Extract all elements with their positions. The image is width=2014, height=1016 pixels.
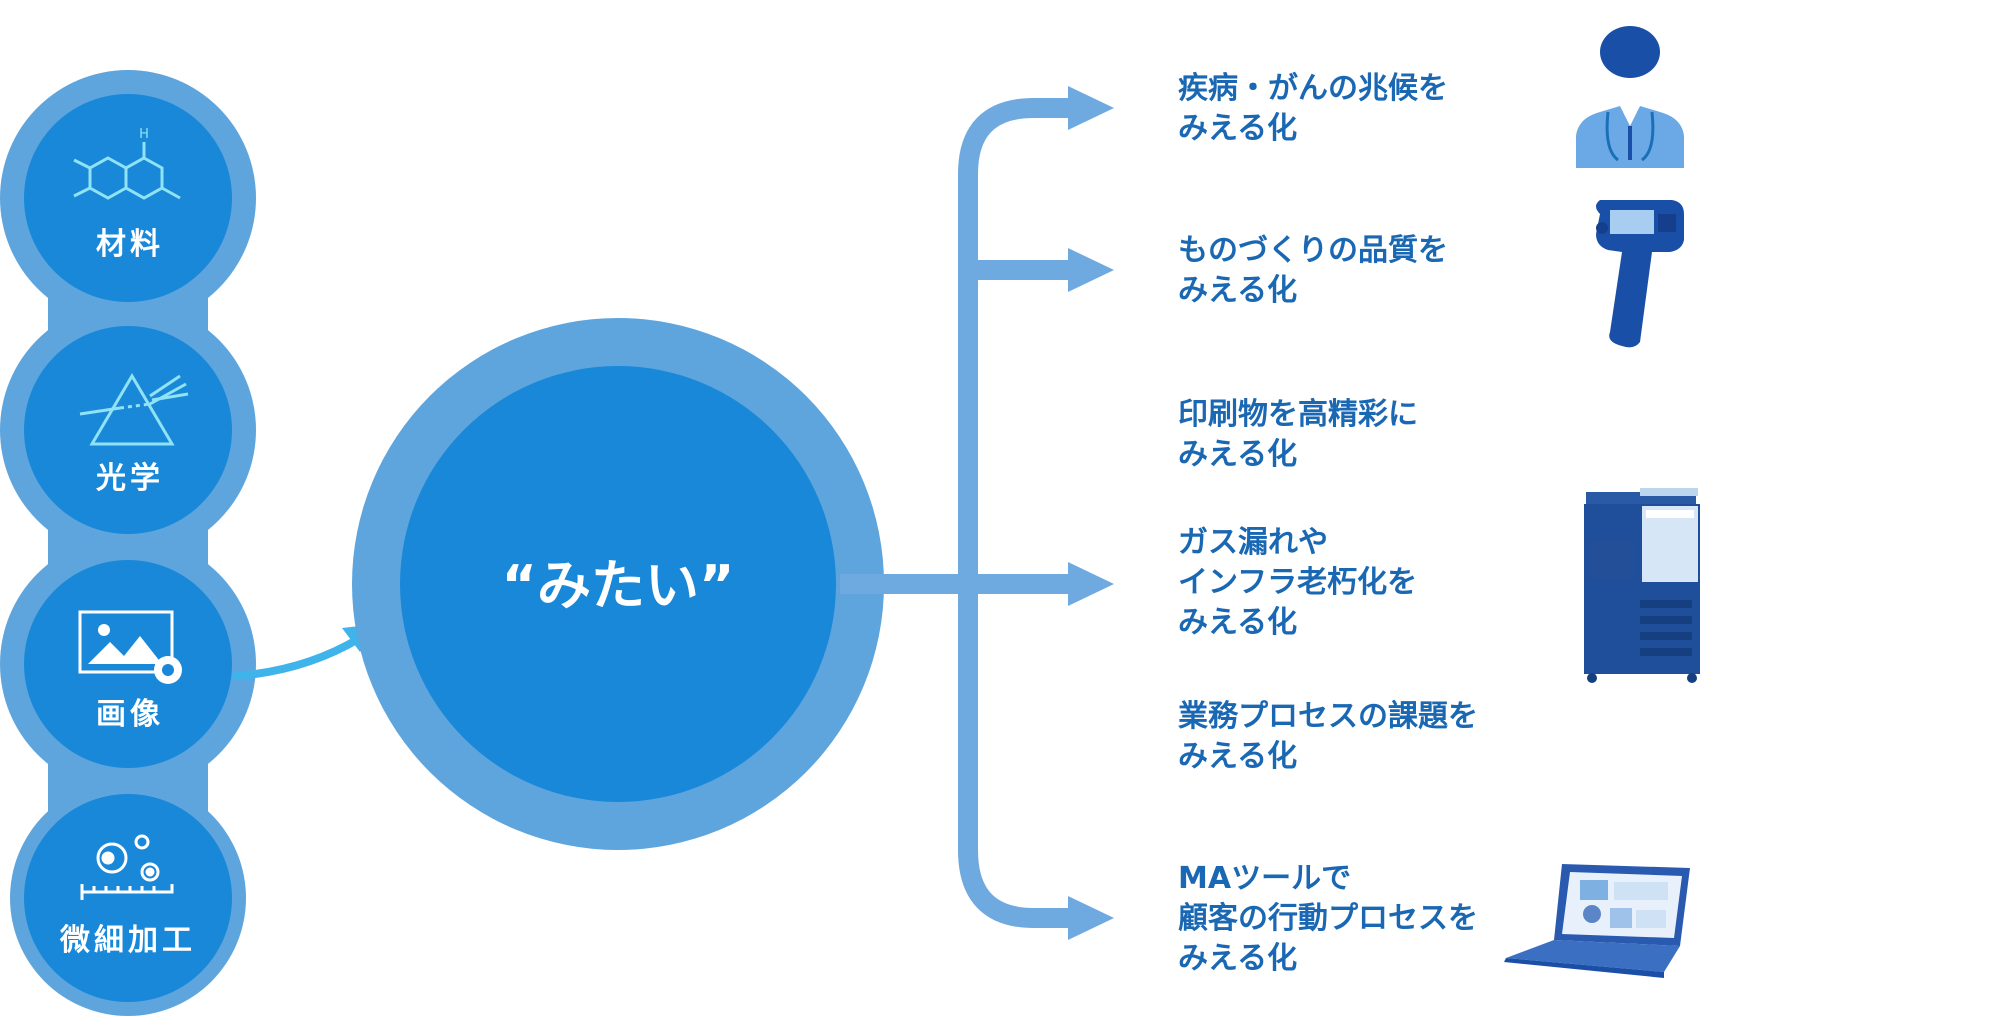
outcome-label: 印刷物を高精彩に みえる化: [1178, 397, 1428, 472]
doctor-icon: [1576, 26, 1684, 168]
technology-optics: 光学: [24, 326, 232, 534]
technology-stack: H 材料 光学: [0, 70, 256, 1016]
branch-arrowheads: [1068, 86, 1114, 940]
technology-image: 画像: [24, 560, 232, 768]
technology-label: 光学: [96, 461, 164, 496]
image-settings-icon: [78, 610, 182, 684]
branch-arrows: [840, 98, 1070, 928]
outcome-list: 疾病・がんの兆候を みえる化 ものづくりの品質を みえる化 印刷物を高精彩に み…: [1178, 71, 1488, 976]
micro-processing-icon: [80, 834, 174, 900]
technology-label: 微細加工: [59, 923, 196, 958]
hub: “みたい”: [352, 318, 884, 850]
laptop-dashboard-icon: [1504, 864, 1690, 978]
outcome-label: 業務プロセスの課題を みえる化: [1178, 699, 1488, 774]
molecule-icon: H: [73, 127, 181, 200]
prism-icon: [79, 373, 189, 446]
hub-label: “みたい”: [502, 554, 735, 617]
technology-microfabrication: 微細加工: [24, 794, 232, 1002]
outcome-label: ガス漏れや インフラ老朽化を みえる化: [1178, 525, 1428, 640]
technology-label: 材料: [96, 227, 164, 262]
outcome-label: 疾病・がんの兆候を みえる化: [1178, 71, 1458, 146]
multifunction-printer-icon: [1584, 488, 1700, 683]
technology-material: H 材料: [24, 94, 232, 302]
handheld-scanner-icon: [1596, 200, 1684, 348]
outcome-label: ものづくりの品質を みえる化: [1178, 233, 1458, 308]
outcome-label: MAツールで 顧客の行動プロセスを みえる化: [1178, 861, 1488, 976]
svg-text:H: H: [139, 127, 149, 142]
technology-label: 画像: [96, 697, 164, 732]
